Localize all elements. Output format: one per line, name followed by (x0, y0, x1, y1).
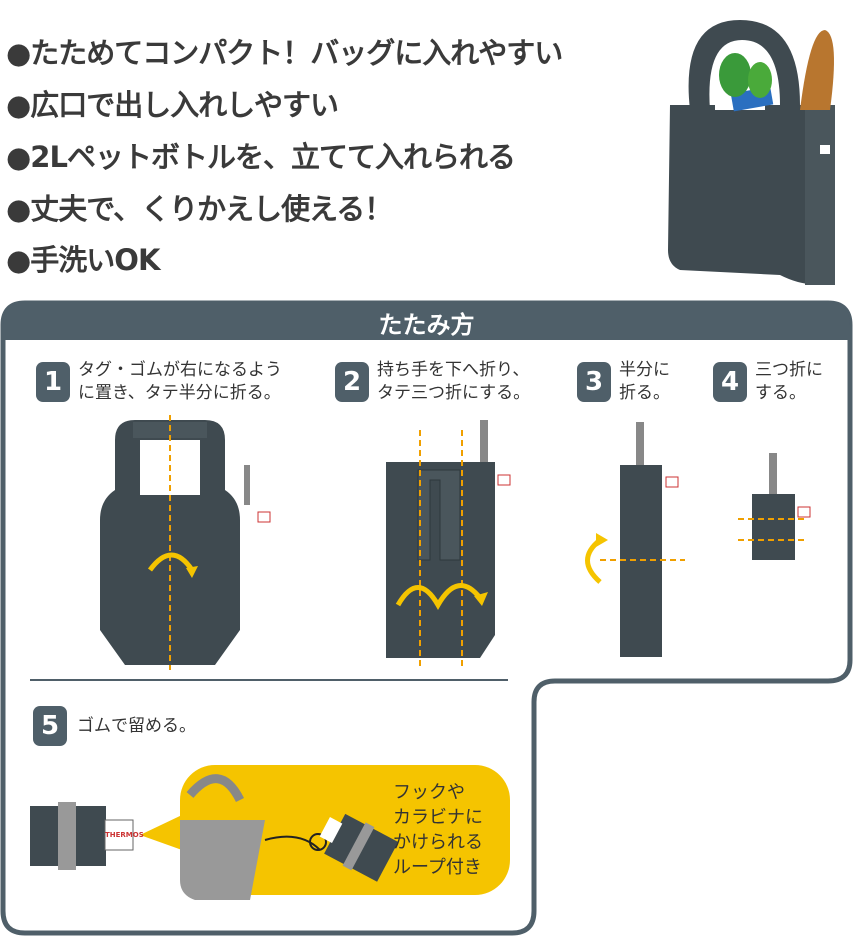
step-3-text: 半分に折る。 (619, 359, 670, 405)
step-3-line1: 半分に (619, 360, 670, 380)
step-1-text: タグ・ゴムが右になるように置き、タテ半分に折る。 (78, 359, 282, 405)
howto-title: たたみ方 (378, 311, 475, 339)
feature-hand-wash: ●手洗いOK (6, 243, 160, 277)
step-3-line2: 折る。 (619, 383, 670, 403)
step-5-text: ゴムで留める。 (77, 716, 196, 736)
step-3-bag-illustration (585, 422, 685, 657)
step-3-badge: 3 (577, 362, 611, 402)
step-4-text: 三つ折にする。 (755, 359, 823, 405)
step-2-line1: 持ち手を下へ折り、 (377, 360, 530, 380)
feature-2l-bottle: ●2Lペットボトルを、立てて入れられる (6, 140, 516, 174)
step-2-bag-illustration (386, 420, 511, 670)
thermos-brand-tag: THERMOS (105, 831, 144, 839)
step-1-bag-illustration (100, 415, 271, 670)
step-2-badge: 2 (335, 362, 369, 402)
callout-line: カラビナに (393, 807, 483, 828)
feature-compact: ●たためてコンパクト！バッグに入れやすい (6, 36, 563, 70)
step-4-line2: する。 (755, 383, 806, 403)
step-1-badge: 1 (36, 362, 70, 402)
step-4-badge: 4 (713, 362, 747, 402)
callout-line: かけられる (393, 832, 483, 853)
bag-product-image (668, 20, 835, 285)
step-4-bag-illustration (738, 453, 811, 560)
step-1-line1: タグ・ゴムが右になるよう (78, 360, 282, 380)
step-5-bag-illustration (30, 765, 510, 900)
step-1-line2: に置き、タテ半分に折る。 (78, 383, 281, 403)
feature-wide-opening: ●広口で出し入れしやすい (6, 88, 339, 122)
callout-line: ループ付き (393, 857, 482, 878)
loop-callout: フックや カラビナに かけられる ループ付き (393, 780, 483, 880)
step-5-badge: 5 (33, 706, 67, 746)
step-2-text: 持ち手を下へ折り、タテ三つ折にする。 (377, 359, 530, 405)
callout-line: フックや (393, 782, 465, 803)
thermos-tag (820, 145, 830, 154)
step-2-line2: タテ三つ折にする。 (377, 383, 531, 403)
step-4-line1: 三つ折に (755, 360, 823, 380)
feature-durable: ●丈夫で、くりかえし使える！ (6, 192, 393, 226)
